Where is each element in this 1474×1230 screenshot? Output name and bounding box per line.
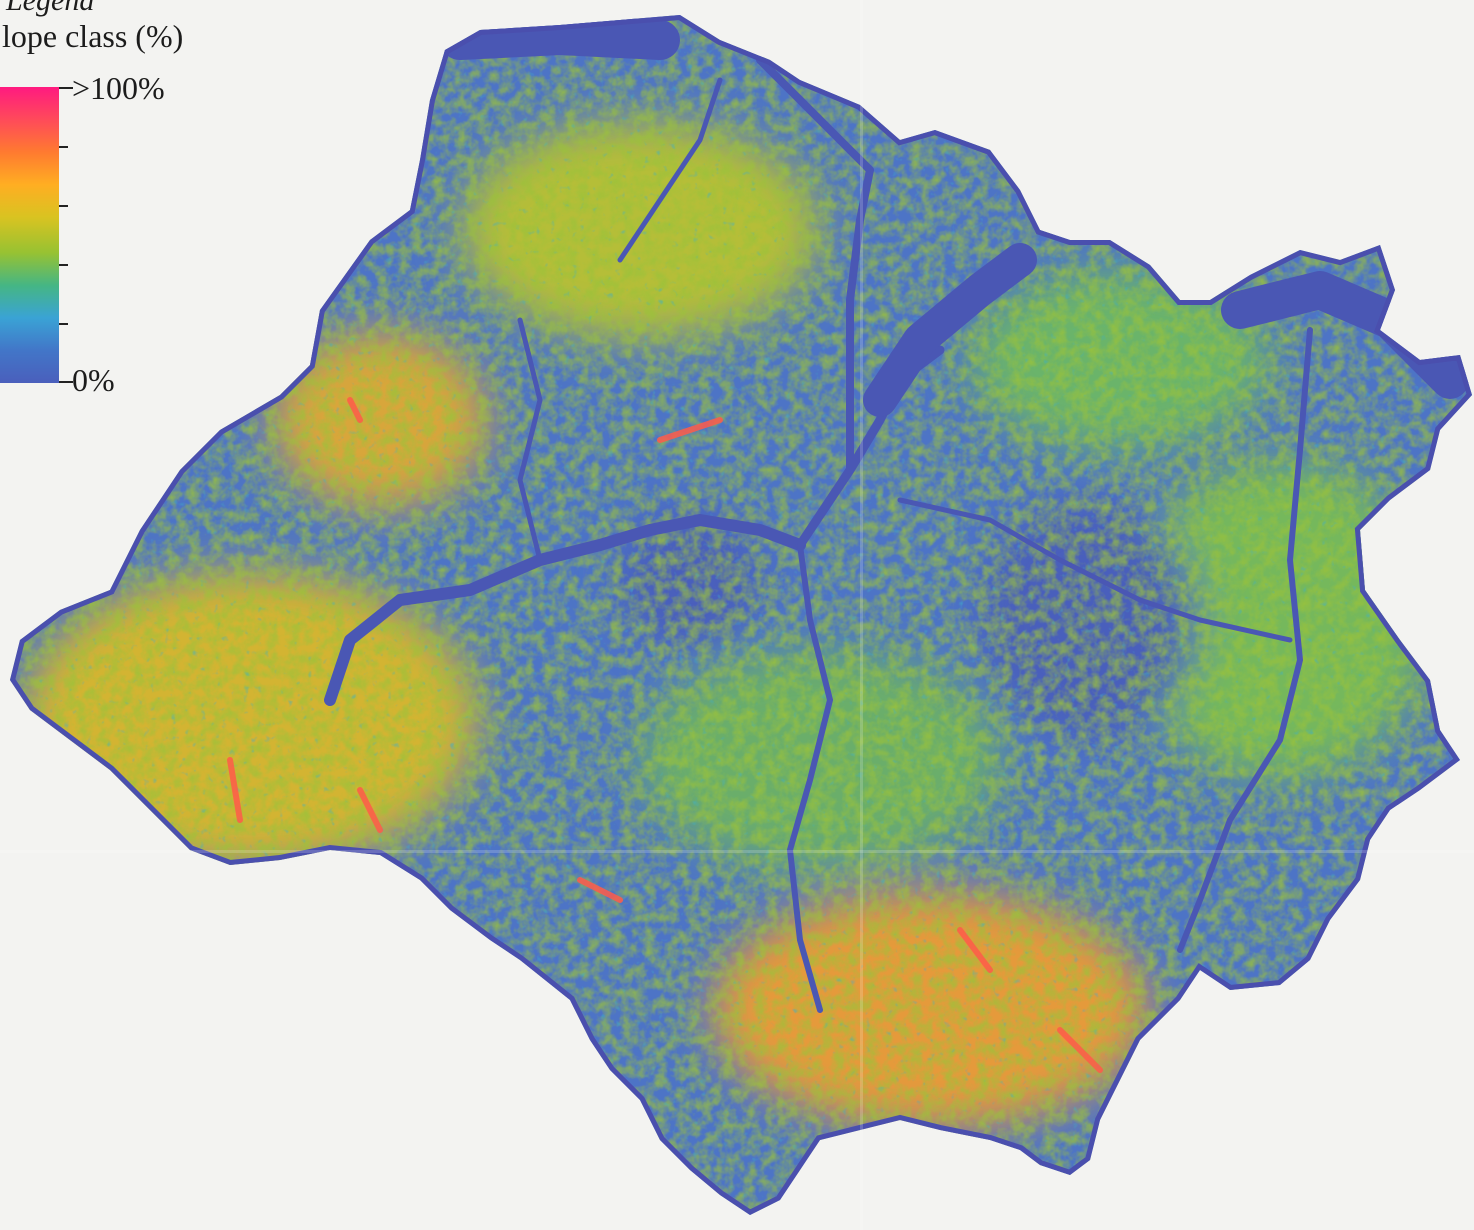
legend-tick-max	[59, 87, 73, 89]
river-east	[1177, 327, 1313, 953]
river-northwest	[517, 317, 543, 563]
main-river-west	[324, 514, 806, 706]
steep-streak-1	[357, 787, 383, 833]
region-outline	[10, 15, 1472, 1215]
river-north-branch	[756, 56, 874, 474]
legend-subtitle: lope class (%)	[2, 18, 184, 54]
steep-streak-2	[227, 757, 243, 823]
legend-tick	[59, 146, 68, 148]
river-north-upper	[617, 77, 723, 263]
steep-streak-4	[1057, 1027, 1103, 1073]
lake-north	[440, 15, 680, 60]
legend-heading: Legend	[6, 0, 95, 17]
steep-streak-5	[577, 877, 623, 903]
river-south-branch	[787, 542, 833, 1013]
legend-max-label: >100%	[72, 70, 165, 106]
lake-northeast	[863, 243, 1037, 417]
legend-tick-min	[59, 381, 73, 383]
legend-tick	[59, 264, 68, 266]
river-east-tributary	[897, 497, 1293, 643]
page-fold-horizontal	[0, 850, 1474, 853]
steep-streak-3	[957, 927, 993, 973]
legend-min-label: 0%	[72, 362, 115, 398]
steep-streak-7	[657, 417, 723, 443]
legend-color-ramp	[0, 87, 59, 383]
steep-streak-6	[347, 397, 363, 423]
legend-tick	[59, 323, 68, 325]
page-fold-vertical	[860, 0, 863, 1230]
legend-tick	[59, 205, 68, 207]
